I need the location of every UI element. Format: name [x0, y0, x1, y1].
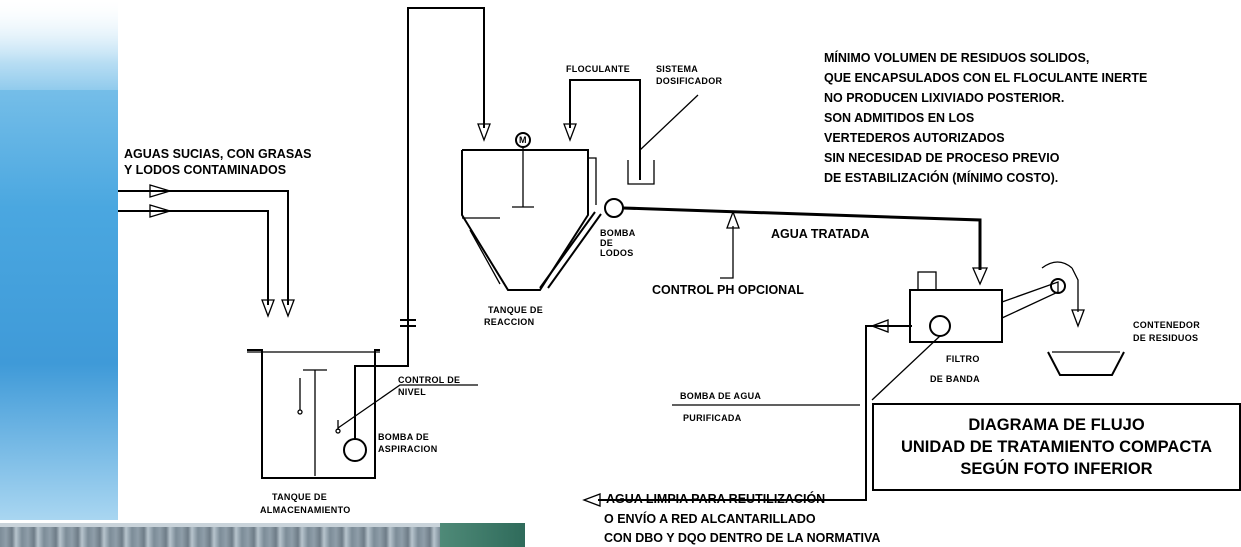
level-control-label-2: NIVEL: [398, 387, 426, 397]
suction-pump-label-2: ASPIRACION: [378, 444, 438, 454]
belt-filter: [871, 261, 1085, 401]
suction-pump: [343, 7, 491, 462]
arrow-left-icon: [870, 319, 889, 333]
note-line-7: DE ESTABILIZACIÓN (MÍNIMO COSTO).: [824, 170, 1058, 185]
clean-water-label-3: CON DBO Y DQO DENTRO DE LA NORMATIVA: [604, 531, 880, 545]
sludge-pump-label-1: BOMBA: [600, 228, 636, 238]
treated-water-label: AGUA TRATADA: [771, 227, 869, 241]
reaction-tank: M: [461, 132, 602, 291]
inflow-label-2: Y LODOS CONTAMINADOS: [124, 163, 286, 177]
background-photo-blue: [0, 0, 118, 520]
note-line-3: NO PRODUCEN LIXIVIADO POSTERIOR.: [824, 91, 1064, 105]
diagram-title-line-1: DIAGRAMA DE FLUJO: [968, 416, 1145, 434]
clean-water-label-2: O ENVÍO A RED ALCANTARILLADO: [604, 511, 816, 526]
clean-water-line: [582, 319, 912, 507]
belt-filter-label-1: FILTRO: [946, 354, 980, 364]
water-pump-label-1: BOMBA DE AGUA: [680, 391, 761, 401]
note-line-2: QUE ENCAPSULADOS CON EL FLOCULANTE INERT…: [824, 71, 1147, 85]
storage-tank: [247, 349, 380, 479]
note-line-6: SIN NECESIDAD DE PROCESO PREVIO: [824, 151, 1060, 165]
waste-container-label-1: CONTENEDOR: [1133, 320, 1200, 330]
photo-green-area: [440, 523, 525, 547]
arrow-down-icon: [281, 299, 295, 318]
arrow-down-icon: [1071, 309, 1085, 328]
photo-haze: [0, 0, 118, 90]
reaction-tank-label-1: TANQUE DE: [488, 305, 543, 315]
level-control-lead: [337, 384, 478, 429]
ph-control: [720, 210, 740, 279]
diagram-title-line-2: UNIDAD DE TRATAMIENTO COMPACTA: [900, 438, 1213, 456]
belt-filter-label-2: DE BANDA: [930, 374, 980, 384]
suction-pump-label-1: BOMBA DE: [378, 432, 429, 442]
photo-roof-line: [0, 523, 525, 527]
storage-tank-label-2: ALMACENAMIENTO: [260, 505, 351, 515]
arrow-down-icon: [261, 299, 275, 318]
arrow-right-icon: [149, 184, 173, 198]
dosing-system-label-2: DOSIFICADOR: [656, 76, 723, 86]
waste-container-label-2: DE RESIDUOS: [1133, 333, 1198, 343]
arrow-down-icon: [563, 123, 577, 142]
arrow-down-icon: [972, 267, 988, 286]
arrow-right-icon: [149, 204, 173, 218]
ph-control-label: CONTROL PH OPCIONAL: [652, 283, 804, 297]
diagram-title-box: DIAGRAMA DE FLUJO UNIDAD DE TRATAMIENTO …: [872, 403, 1241, 491]
arrow-down-icon: [477, 123, 491, 142]
reaction-tank-label-2: REACCION: [484, 317, 534, 327]
residue-note: MÍNIMO VOLUMEN DE RESIDUOS SOLIDOS, QUE …: [824, 50, 1147, 185]
inflow-pipes: [118, 184, 295, 318]
dosing-system-label-1: SISTEMA: [656, 64, 698, 74]
flocculant-line: [563, 79, 699, 185]
sludge-pump-label-2: DE: [600, 238, 613, 248]
sludge-pump-label-3: LODOS: [600, 248, 634, 258]
note-line-4: SON ADMITIDOS EN LOS: [824, 111, 974, 125]
inflow-label-1: AGUAS SUCIAS, CON GRASAS: [124, 147, 312, 161]
bottom-photo-strip: [0, 523, 525, 547]
motor-label: M: [519, 135, 527, 145]
diagram-title-line-3: SEGÚN FOTO INFERIOR: [960, 460, 1153, 478]
level-control-label-1: CONTROL DE: [398, 375, 460, 385]
note-line-5: VERTEDEROS AUTORIZADOS: [824, 131, 1005, 145]
storage-tank-label-1: TANQUE DE: [272, 492, 327, 502]
waste-container: [1047, 351, 1125, 376]
flocculant-label: FLOCULANTE: [566, 64, 630, 74]
note-line-1: MÍNIMO VOLUMEN DE RESIDUOS SOLIDOS,: [824, 50, 1089, 65]
arrow-up-icon: [726, 210, 740, 229]
arrow-left-icon: [582, 493, 601, 507]
water-pump-label-2: PURIFICADA: [683, 413, 742, 423]
clean-water-label-1: AGUA LIMPIA PARA REUTILIZACIÓN: [606, 491, 825, 506]
sludge-pump: [604, 198, 988, 286]
